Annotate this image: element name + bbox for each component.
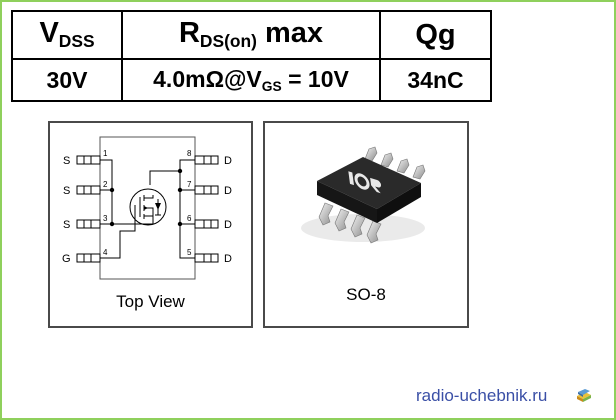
pin-7-label: D: [224, 185, 232, 197]
so8-package-image: [301, 146, 426, 244]
pin-3-label: S: [63, 219, 70, 231]
pin-6-label: D: [224, 219, 232, 231]
pin-1-label: S: [63, 155, 70, 167]
watermark-text: radio-uchebnik.ru: [416, 386, 548, 405]
spec-table: VDSS RDS(on) max Qg 30V 4.0mΩ@VGS = 10V …: [11, 10, 492, 102]
header-qg: Qg: [379, 10, 492, 60]
value-qg: 34nC: [379, 58, 492, 102]
pin-4-number: 4: [103, 248, 108, 257]
pin-2-number: 2: [103, 180, 108, 189]
pin-8-label: D: [224, 155, 232, 167]
pin-4-label: G: [62, 253, 71, 265]
pin-7-number: 7: [187, 180, 192, 189]
header-rds-on-max: RDS(on) max: [121, 10, 381, 60]
value-vdss: 30V: [11, 58, 123, 102]
pin-6-number: 6: [187, 214, 192, 223]
package-panel: SO-8: [263, 121, 469, 328]
value-rds-on: 4.0mΩ@VGS = 10V: [121, 58, 381, 102]
pinout-panel: S S S G D D D D 1 2 3 4 8 7 6 5: [48, 121, 253, 328]
pin-3-number: 3: [103, 214, 108, 223]
package-caption: SO-8: [346, 285, 386, 304]
pinout-caption: Top View: [116, 292, 185, 311]
pinout-diagram: S S S G D D D D 1 2 3 4 8 7 6 5: [62, 136, 232, 280]
pin-5-label: D: [224, 253, 232, 265]
books-icon: [577, 389, 591, 402]
spec-header-row: VDSS RDS(on) max Qg: [11, 10, 492, 60]
pin-5-number: 5: [187, 248, 192, 257]
pin-2-label: S: [63, 185, 70, 197]
spec-value-row: 30V 4.0mΩ@VGS = 10V 34nC: [11, 58, 492, 102]
header-vdss: VDSS: [11, 10, 123, 60]
pin-8-number: 8: [187, 149, 192, 158]
pin-1-number: 1: [103, 149, 108, 158]
